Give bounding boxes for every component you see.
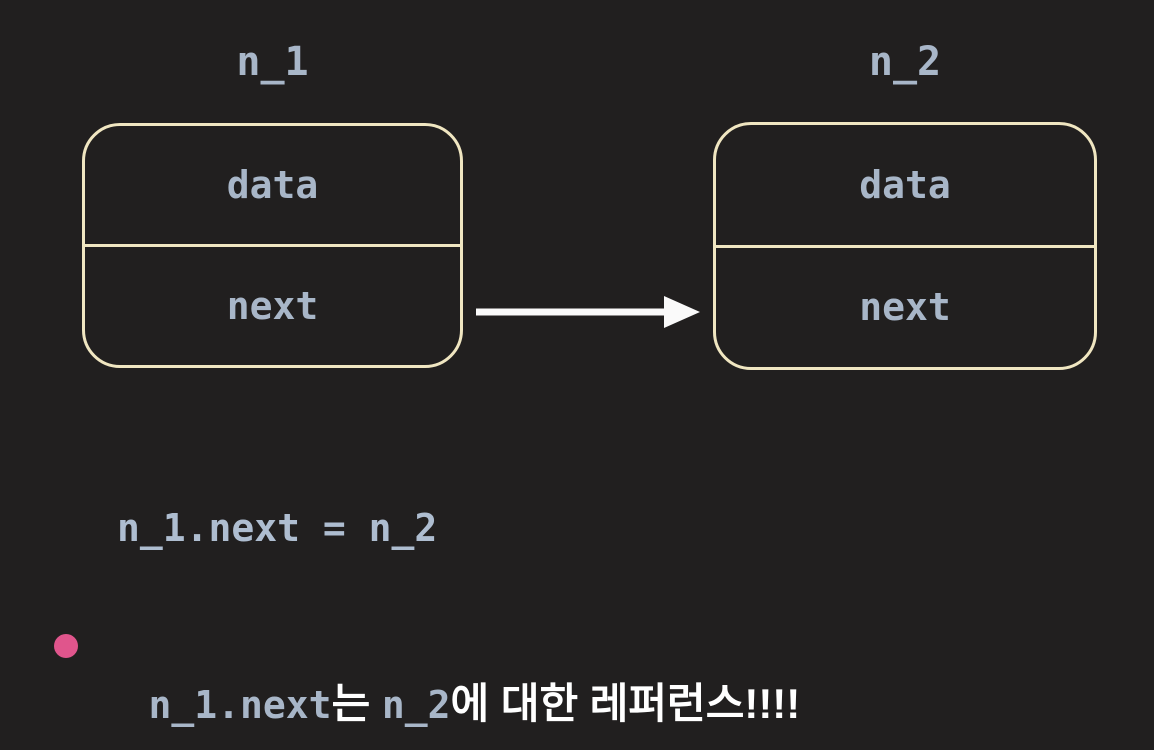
- bullet-code-segment-1: n_1.next: [148, 683, 332, 727]
- code-statement: n_1.next = n_2: [117, 506, 438, 550]
- node-n1-field-data: data: [226, 163, 319, 207]
- bullet-text: n_1.next는 n_2에 대한 레퍼런스!!!!: [110, 620, 801, 750]
- bullet-plain-segment-1: 는: [331, 680, 382, 727]
- node-box-n1: data next: [82, 123, 463, 368]
- node-box-n2: data next: [713, 122, 1097, 370]
- node-n1-field-next: next: [85, 244, 460, 365]
- node-n2-field-next: next: [716, 244, 1094, 368]
- node-title-n2: n_2: [868, 39, 942, 85]
- bullet-plain-segment-2: 에 대한 레퍼런스!!!!: [450, 680, 801, 727]
- node-n2-field-data: data: [859, 162, 951, 207]
- bullet-dot-icon: [54, 634, 78, 658]
- bullet-code-segment-2: n_2: [381, 683, 451, 727]
- reference-arrow-icon: [476, 296, 700, 328]
- node-title-n1: n_1: [236, 39, 309, 85]
